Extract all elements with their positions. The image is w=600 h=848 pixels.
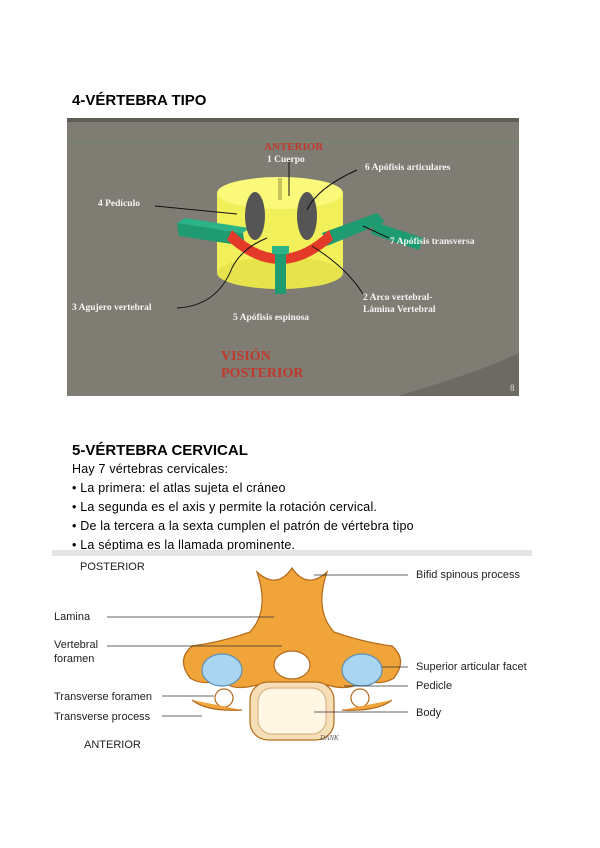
- label-foramen: foramen: [54, 653, 94, 665]
- intro-line: Hay 7 vértebras cervicales:: [72, 460, 414, 479]
- label-apofisis-transversa: 7 Apófisis transversa: [390, 237, 475, 247]
- label-vertebral: Vertebral: [54, 639, 98, 651]
- bullet-1: • La primera: el atlas sujeta el cráneo: [72, 479, 414, 498]
- cervical-vertebra-figure: POSTERIOR ANTERIOR Lamina Vertebral fora…: [52, 550, 532, 750]
- label-transverse-foramen: Transverse foramen: [54, 691, 152, 703]
- spinous-process-shape: [275, 250, 286, 294]
- posterior-label: POSTERIOR: [80, 561, 145, 573]
- bullet-3: • De la tercera a la sexta cumplen el pa…: [72, 517, 414, 536]
- bullet-2: • La segunda es el axis y permite la rot…: [72, 498, 414, 517]
- label-pediculo: 4 Pedículo: [98, 199, 140, 209]
- vertebra-tipo-figure: ANTERIOR 1 Cuerpo 6 Apófisis articulares…: [67, 118, 519, 396]
- label-apofisis-espinosa: 5 Apófisis espinosa: [233, 313, 309, 323]
- section-5-text: Hay 7 vértebras cervicales: • La primera…: [72, 460, 414, 555]
- facet-left: [245, 192, 265, 240]
- section-5-heading: 5-VÉRTEBRA CERVICAL: [72, 442, 248, 459]
- vision-line1: VISIÓN: [221, 347, 271, 364]
- label-agujero-vertebral: 3 Agujero vertebral: [72, 303, 152, 313]
- label-arco-line2: Lámina Vertebral: [363, 305, 436, 315]
- artist-signature: DANK: [319, 734, 339, 742]
- anterior-label: ANTERIOR: [264, 141, 324, 153]
- label-lamina: Lamina: [54, 611, 91, 623]
- anterior-label-2: ANTERIOR: [84, 739, 141, 750]
- section-4-heading: 4-VÉRTEBRA TIPO: [72, 92, 206, 109]
- label-body: Body: [416, 707, 442, 719]
- vision-line2: POSTERIOR: [221, 366, 304, 381]
- label-cuerpo: 1 Cuerpo: [267, 155, 305, 165]
- label-pedicle: Pedicle: [416, 680, 452, 692]
- slide-number: 8: [510, 383, 515, 393]
- label-bifid-spinous: Bifid spinous process: [416, 569, 520, 581]
- label-superior-facet: Superior articular facet: [416, 661, 527, 673]
- label-arco-line1: 2 Arco vertebral-: [363, 293, 432, 303]
- label-apofisis-articulares: 6 Apófisis articulares: [365, 163, 451, 173]
- label-transverse-process: Transverse process: [54, 711, 151, 723]
